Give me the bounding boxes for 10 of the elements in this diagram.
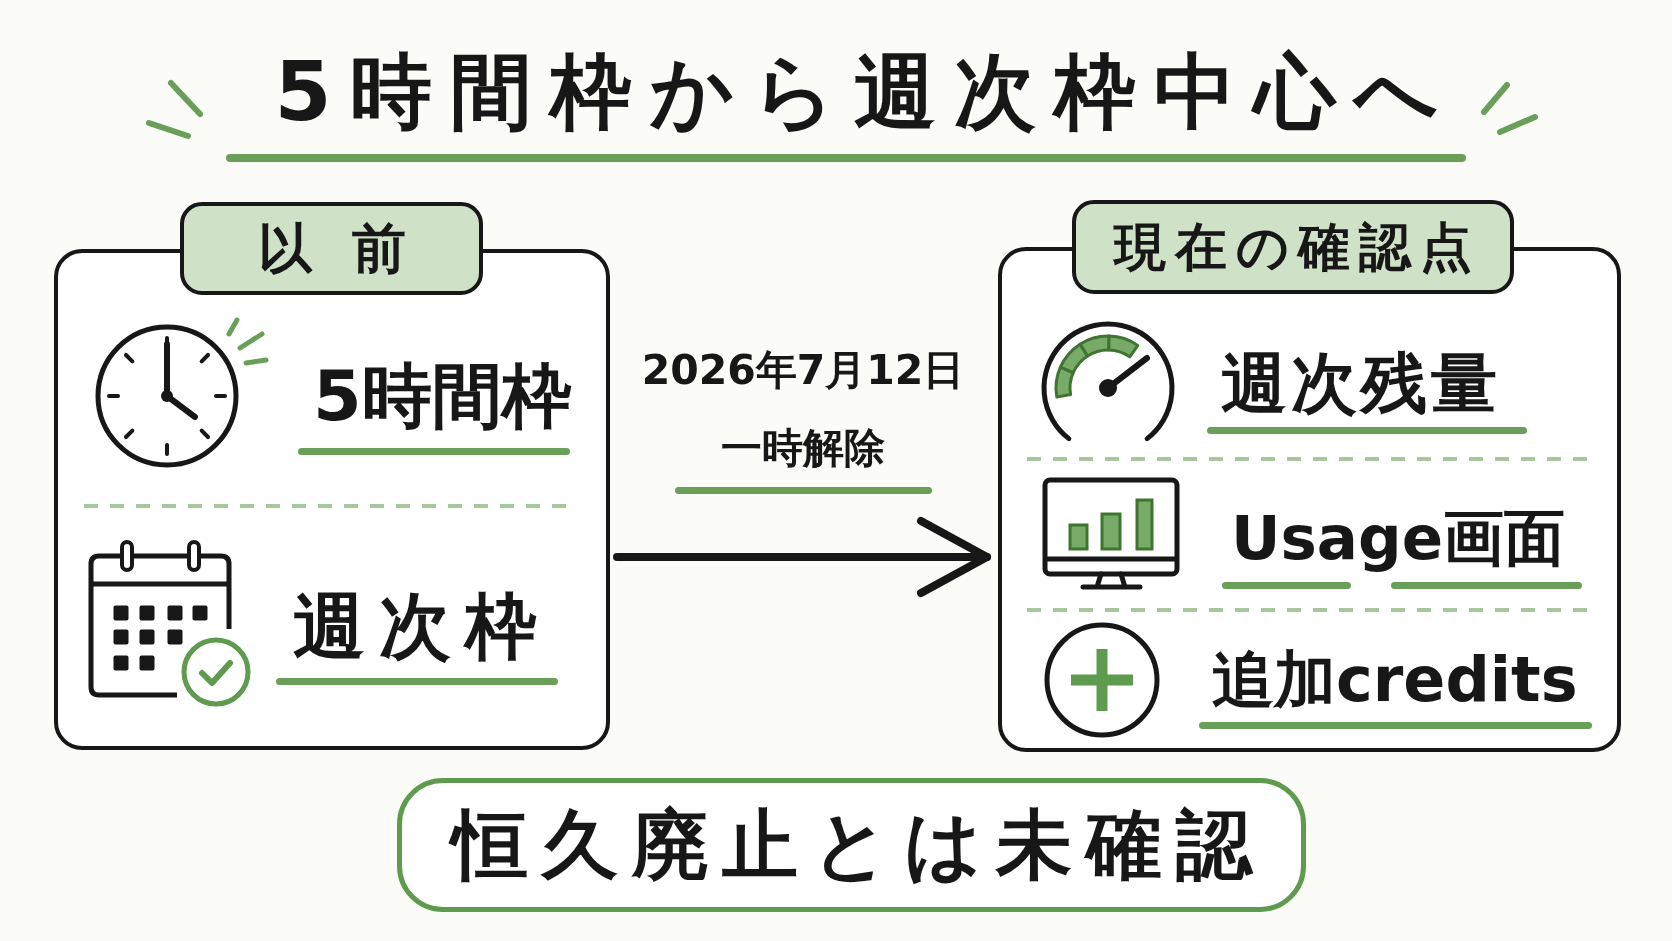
heading-tab: 現在の確認点: [1072, 200, 1514, 294]
arrow: [613, 517, 991, 597]
heading-tab: 以前: [180, 202, 483, 295]
item-label: 追加credits: [1212, 649, 1578, 711]
note-box: 恒久廃止とは未確認: [397, 778, 1306, 912]
item-label: 週次枠: [293, 590, 551, 662]
title: 5時間枠から週次枠中心へ: [274, 51, 1456, 133]
item-label: 5時間枠: [313, 361, 572, 431]
edge-label: 2026年7月12日一時解除: [640, 345, 966, 474]
item-label: 週次残量: [1221, 351, 1501, 417]
